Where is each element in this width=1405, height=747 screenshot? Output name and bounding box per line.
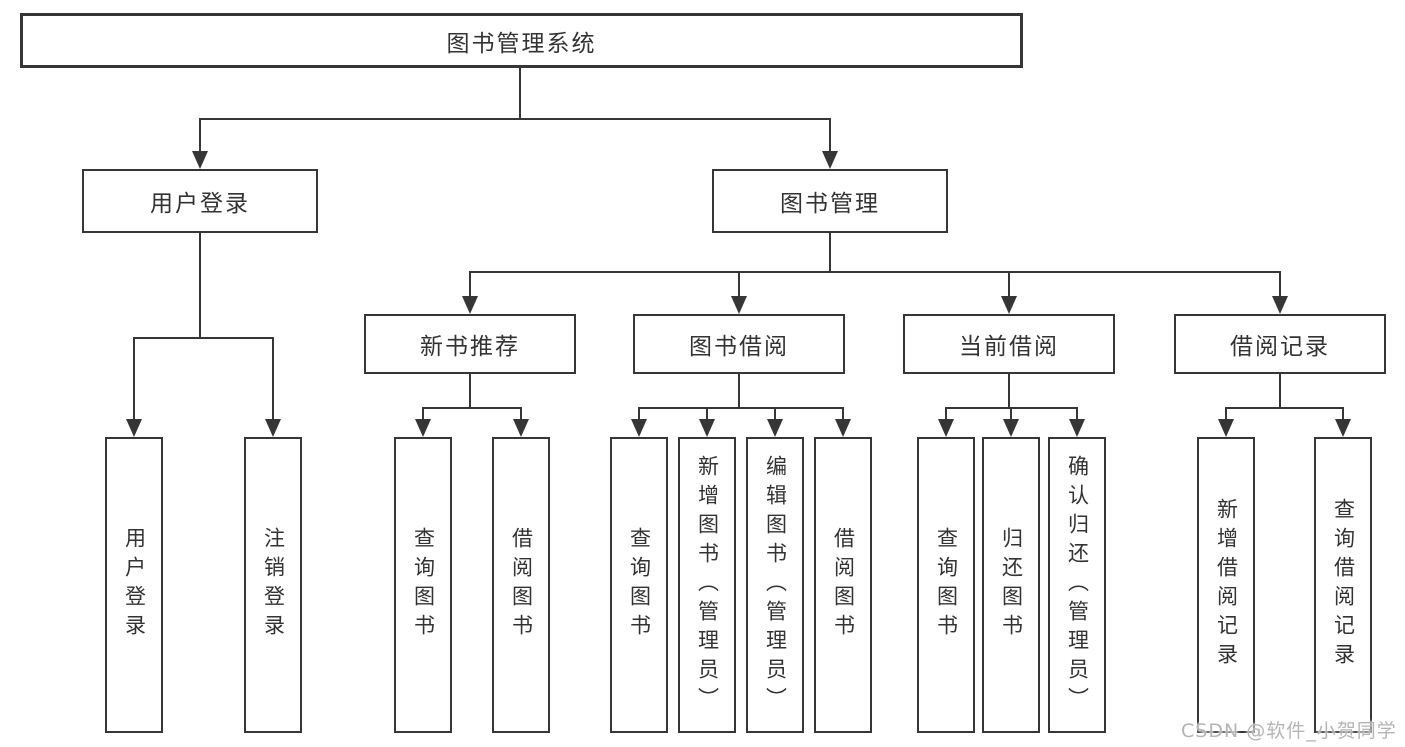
connector-bb-hbar (638, 407, 844, 409)
connector-drop-cb-return (1010, 407, 1012, 419)
connector-drop-cb-confirm (1076, 407, 1078, 419)
arrowhead-user-login (192, 151, 208, 169)
node-root-label: 图书管理系统 (446, 30, 597, 57)
connector-drop-br-query (1342, 407, 1344, 419)
connector-drop-book-management (829, 118, 831, 151)
node-cb-confirm-return: 确认归还（管理员） (1048, 437, 1106, 733)
connector-drop-leaf-logout (272, 337, 274, 419)
arrowhead-book-borrow (731, 296, 747, 314)
csdn-watermark: CSDN @软件_小贺同学 (1181, 720, 1397, 742)
node-nb-query-book-label: 查询图书 (411, 527, 436, 643)
arrowhead-borrow-record (1272, 296, 1288, 314)
node-nb-borrow-book-label: 借阅图书 (509, 527, 534, 643)
node-br-query-record-label: 查询借阅记录 (1331, 498, 1356, 672)
connector-drop-nb-borrow (520, 407, 522, 419)
connector-drop-cb-query (945, 407, 947, 419)
node-cb-return-book: 归还图书 (982, 437, 1040, 733)
arrowhead-bb-add (699, 419, 715, 437)
node-cb-query-book-label: 查询图书 (934, 527, 959, 643)
arrowhead-new-book-recommend (462, 296, 478, 314)
connector-drop-leaf-user-login (133, 337, 135, 419)
node-book-borrow: 图书借阅 (633, 314, 845, 374)
arrowhead-bb-edit (767, 419, 783, 437)
connector-nb-stem (469, 374, 471, 407)
connector-book-management-stem (829, 233, 831, 271)
node-book-management-label: 图书管理 (780, 191, 880, 217)
connector-user-login-hbar (133, 337, 274, 339)
node-bb-edit-book-label: 编辑图书（管理员） (763, 454, 788, 716)
node-leaf-user-login-label: 用户登录 (122, 527, 147, 643)
node-current-borrow: 当前借阅 (903, 314, 1115, 374)
node-bb-query-book: 查询图书 (610, 437, 668, 733)
connector-drop-book-borrow (738, 271, 740, 296)
connector-drop-bb-borrow (842, 407, 844, 419)
connector-br-stem (1279, 374, 1281, 407)
connector-drop-bb-edit (774, 407, 776, 419)
node-leaf-user-login: 用户登录 (105, 437, 163, 733)
connector-drop-borrow-record (1279, 271, 1281, 296)
node-book-management: 图书管理 (712, 169, 948, 233)
node-br-add-record-label: 新增借阅记录 (1214, 498, 1239, 672)
node-bb-add-book: 新增图书（管理员） (678, 437, 736, 733)
node-cb-confirm-return-label: 确认归还（管理员） (1065, 454, 1090, 716)
arrowhead-nb-borrow (513, 419, 529, 437)
node-br-query-record: 查询借阅记录 (1314, 437, 1372, 733)
connector-drop-new-book-recommend (469, 271, 471, 296)
node-new-book-recommend: 新书推荐 (364, 314, 576, 374)
connector-drop-br-add (1225, 407, 1227, 419)
node-leaf-logout-label: 注销登录 (261, 527, 286, 643)
node-br-add-record: 新增借阅记录 (1197, 437, 1255, 733)
connector-user-login-stem (199, 233, 201, 337)
connector-drop-bb-query (638, 407, 640, 419)
arrowhead-br-query (1335, 419, 1351, 437)
connector-cb-stem (1008, 374, 1010, 407)
connector-drop-nb-query (422, 407, 424, 419)
node-book-borrow-label: 图书借阅 (689, 334, 789, 360)
node-user-login-label: 用户登录 (150, 191, 250, 217)
node-borrow-record-label: 借阅记录 (1230, 334, 1330, 360)
node-user-login: 用户登录 (82, 169, 318, 233)
arrowhead-leaf-user-login (126, 419, 142, 437)
node-bb-add-book-label: 新增图书（管理员） (695, 454, 720, 716)
node-new-book-recommend-label: 新书推荐 (420, 334, 520, 360)
connector-drop-bb-add (706, 407, 708, 419)
arrowhead-current-borrow (1001, 296, 1017, 314)
arrowhead-cb-confirm (1069, 419, 1085, 437)
connector-nb-hbar (422, 407, 522, 409)
node-nb-borrow-book: 借阅图书 (492, 437, 550, 733)
connector-level1-hbar (199, 118, 831, 120)
node-bb-query-book-label: 查询图书 (627, 527, 652, 643)
node-current-borrow-label: 当前借阅 (959, 334, 1059, 360)
node-root: 图书管理系统 (20, 13, 1023, 68)
node-nb-query-book: 查询图书 (394, 437, 452, 733)
arrowhead-leaf-logout (265, 419, 281, 437)
arrowhead-cb-return (1003, 419, 1019, 437)
connector-br-hbar (1225, 407, 1344, 409)
arrowhead-bb-query (631, 419, 647, 437)
connector-drop-current-borrow (1008, 271, 1010, 296)
connector-root-stem (519, 68, 521, 118)
node-bb-borrow-book-label: 借阅图书 (831, 527, 856, 643)
node-borrow-record: 借阅记录 (1174, 314, 1386, 374)
arrowhead-br-add (1218, 419, 1234, 437)
node-leaf-logout: 注销登录 (244, 437, 302, 733)
node-bb-edit-book: 编辑图书（管理员） (746, 437, 804, 733)
connector-drop-user-login (199, 118, 201, 151)
arrowhead-bb-borrow (835, 419, 851, 437)
arrowhead-nb-query (415, 419, 431, 437)
arrowhead-cb-query (938, 419, 954, 437)
node-cb-return-book-label: 归还图书 (999, 527, 1024, 643)
node-bb-borrow-book: 借阅图书 (814, 437, 872, 733)
connector-level2-hbar (469, 271, 1281, 273)
arrowhead-book-management (822, 151, 838, 169)
node-cb-query-book: 查询图书 (917, 437, 975, 733)
connector-bb-stem (738, 374, 740, 407)
